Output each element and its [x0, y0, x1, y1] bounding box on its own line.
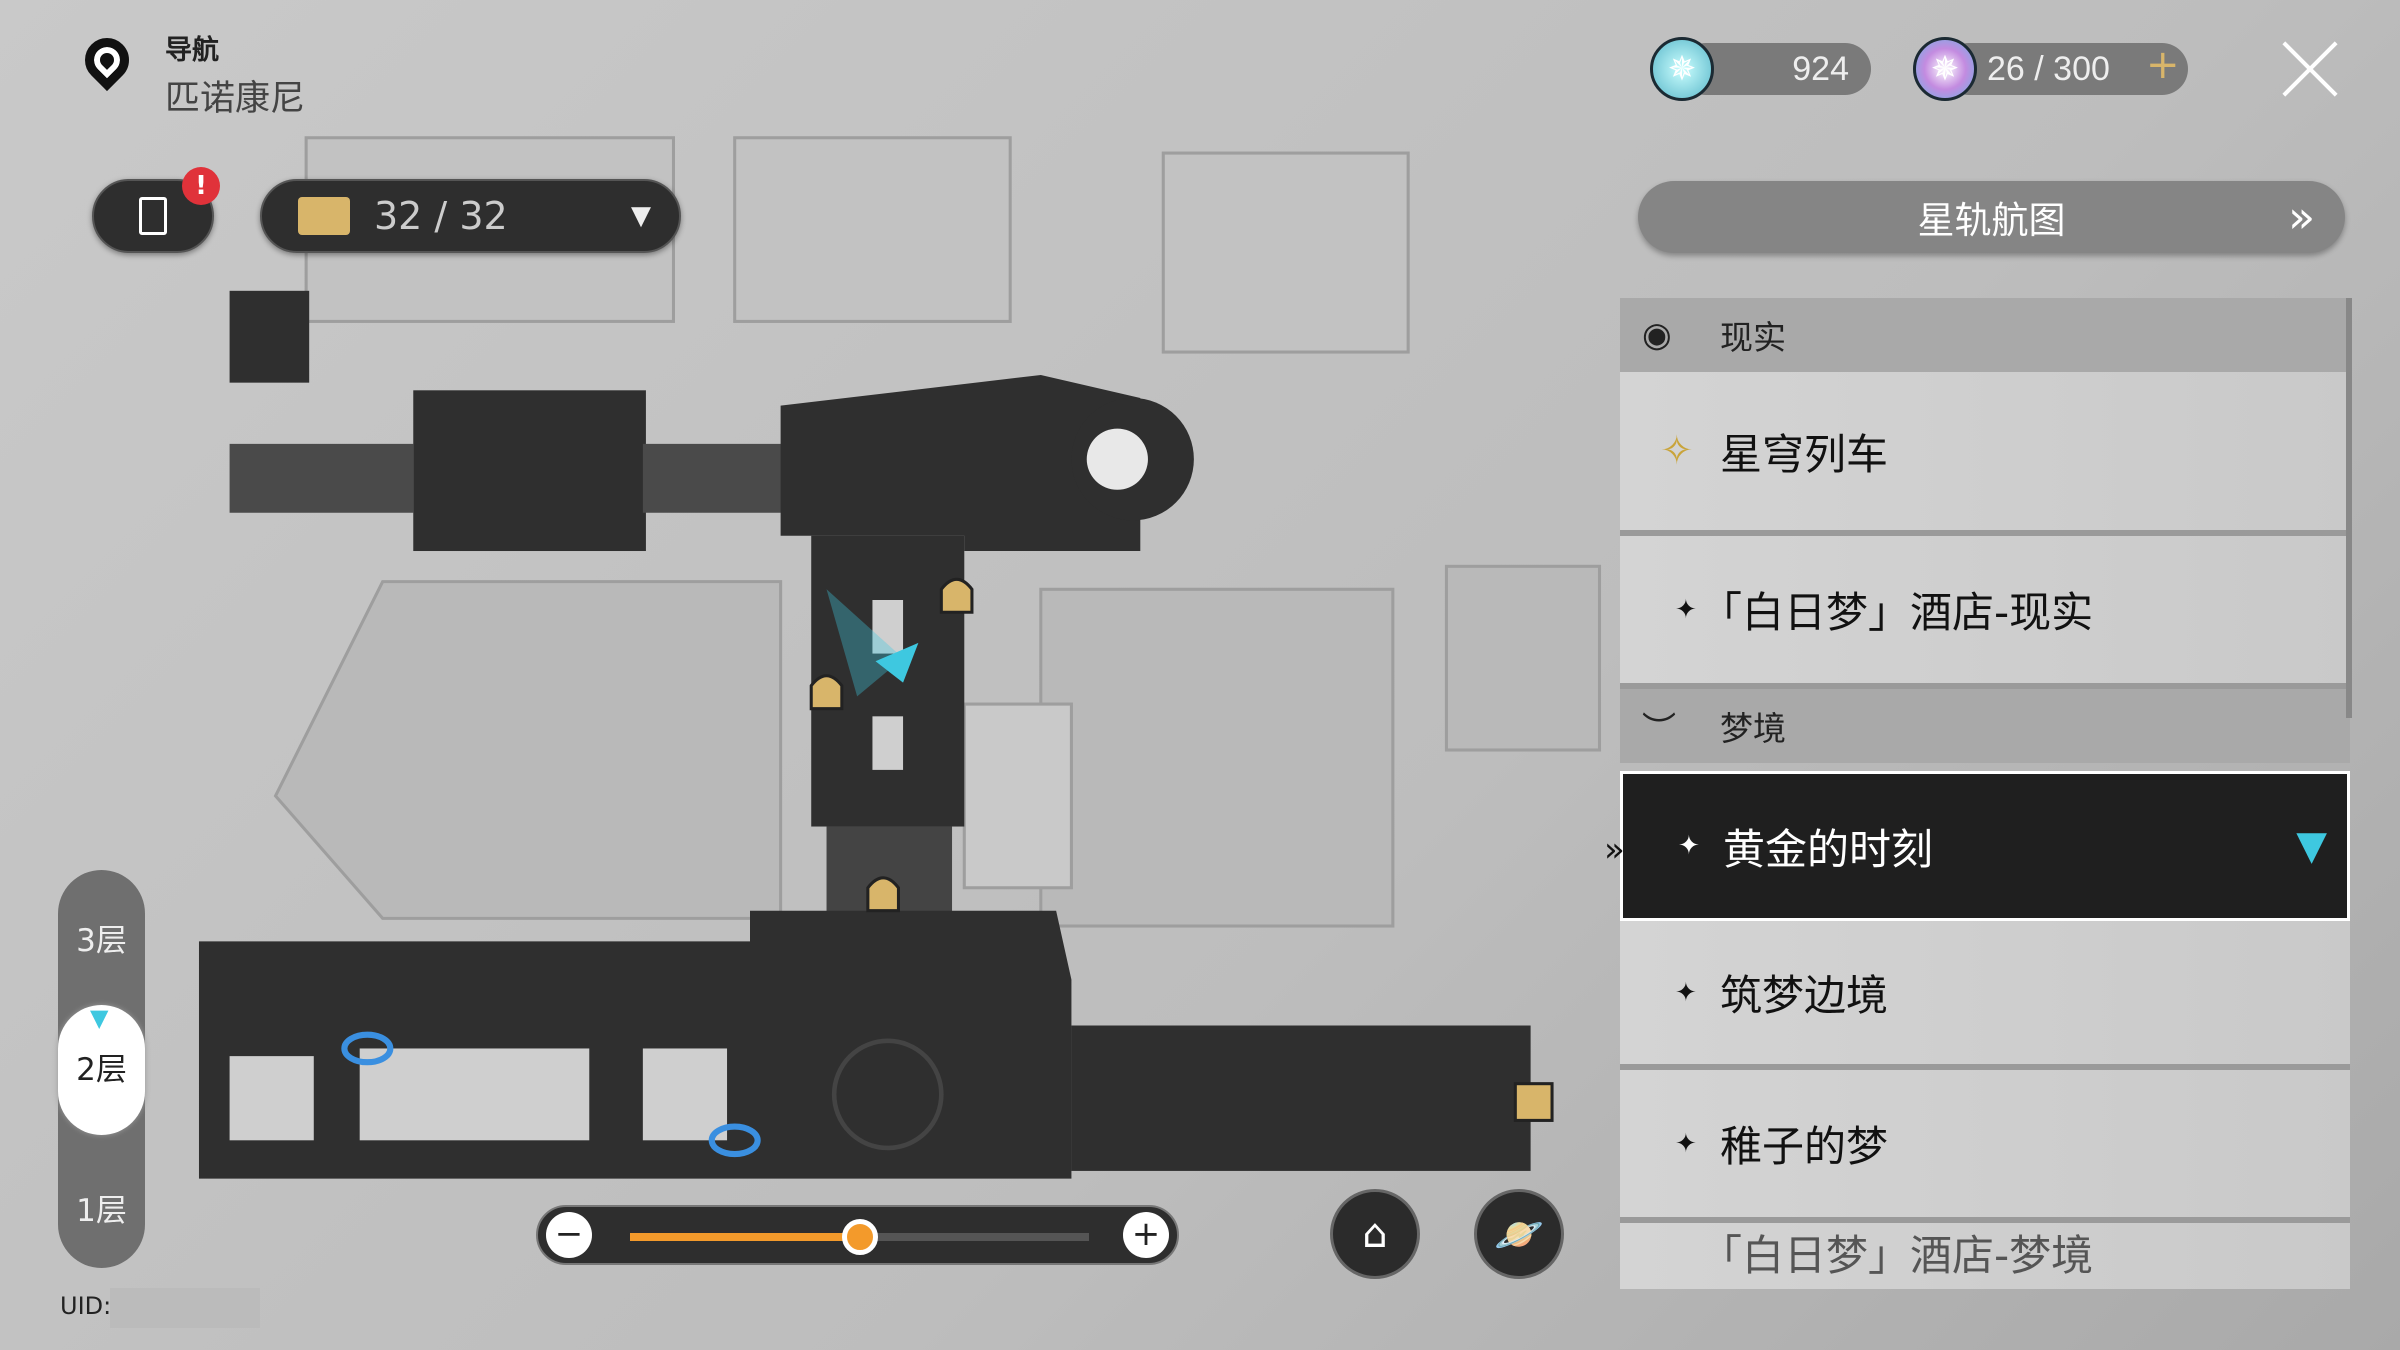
sparkle-icon: ✦ — [1678, 831, 1700, 861]
zoom-slider-fill — [630, 1233, 860, 1241]
floor-1-button[interactable]: 1层 — [76, 1193, 127, 1229]
mission-clipboard-icon — [139, 197, 167, 235]
zoom-out-button[interactable]: − — [546, 1212, 592, 1258]
item-label: 稚子的梦 — [1720, 1122, 1889, 1171]
section-label: 梦境 — [1720, 709, 1786, 748]
star-rail-map-button[interactable]: 星轨航图 » — [1638, 181, 2345, 253]
location-list[interactable]: ◉现实 ✧星穹列车 ✦「白日梦」酒店-现实 ︶梦境 ✦黄金的时刻▼ ✦筑梦边境 … — [1620, 298, 2350, 1289]
add-power-button[interactable]: + — [2146, 42, 2180, 88]
item-label: 「白日梦」酒店-现实 — [1700, 588, 2094, 637]
list-item-hotel-dreamscape[interactable]: 「白日梦」酒店-梦境 — [1620, 1223, 2350, 1289]
zoom-control: − + — [536, 1205, 1179, 1265]
list-item-astral-express[interactable]: ✧ 星穹列车 — [1620, 372, 2350, 536]
region-name: 匹诺康尼 — [165, 79, 306, 119]
sparkle-icon: ✦ — [1675, 1128, 1697, 1159]
bell-marker-icon[interactable] — [866, 876, 900, 913]
player-arrow-icon — [875, 642, 919, 683]
trailblaze-power-value: 26 / 300 — [1987, 49, 2110, 88]
sparkle-icon: ✦ — [1675, 594, 1697, 625]
floor-3-button[interactable]: 3层 — [76, 923, 127, 959]
mission-button[interactable]: ! — [92, 167, 220, 253]
section-label: 现实 — [1720, 318, 1786, 357]
bell-marker-icon[interactable] — [809, 674, 844, 711]
alert-badge: ! — [182, 167, 220, 205]
chest-counter-dropdown[interactable]: 32 / 32 ▼ — [260, 179, 681, 253]
chest-count: 32 / 32 — [374, 194, 508, 238]
double-chevron-right-icon: » — [2288, 191, 2315, 243]
list-item-golden-hour[interactable]: ✦ 黄金的时刻 ▼ — [1620, 771, 2350, 921]
zoom-slider-track[interactable] — [630, 1219, 1089, 1255]
planet-button[interactable]: 🪐 — [1474, 1189, 1564, 1279]
uid-value-redacted — [110, 1288, 260, 1328]
list-item-dream-edge[interactable]: ✦ 筑梦边境 — [1620, 921, 2350, 1070]
star-rail-map-label: 星轨航图 — [1917, 199, 2066, 242]
item-label: 黄金的时刻 — [1723, 824, 1934, 874]
section-header-reality[interactable]: ◉ 现实 — [1620, 298, 2350, 372]
zoom-in-button[interactable]: + — [1123, 1212, 1169, 1258]
list-item-hotel-reality[interactable]: ✦「白日梦」酒店-现实 — [1620, 536, 2350, 689]
current-location-icon: ▼ — [2296, 823, 2327, 869]
home-icon: ⌂ — [1362, 1211, 1388, 1257]
bell-marker-icon[interactable] — [939, 577, 974, 614]
trailblaze-power-icon: ✵ — [1913, 37, 1977, 101]
dream-icon: ︶ — [1642, 709, 1676, 750]
uid-label: UID: — [60, 1292, 112, 1320]
list-scrollbar[interactable] — [2346, 298, 2352, 718]
section-header-dreamscape[interactable]: ︶ 梦境 — [1620, 689, 2350, 763]
npc-marker-icons — [809, 577, 1554, 1122]
floor-2-button[interactable]: 2层 — [58, 1005, 145, 1135]
list-item-childs-dream[interactable]: ✦ 稚子的梦 — [1620, 1070, 2350, 1223]
stellar-jade-value: 924 — [1792, 49, 1849, 88]
home-button[interactable]: ⌂ — [1330, 1189, 1420, 1279]
close-button[interactable] — [2280, 38, 2342, 100]
floor-selector: 3层 2层 ▼ 1层 — [58, 870, 145, 1268]
trailblaze-power-counter: 26 / 300 — [1943, 43, 2188, 95]
zoom-slider-handle[interactable] — [841, 1219, 878, 1255]
exit-icon[interactable] — [1513, 1082, 1554, 1122]
item-label: 「白日梦」酒店-梦境 — [1700, 1231, 2094, 1280]
current-floor-icon: ▼ — [90, 1004, 109, 1032]
item-label: 星穹列车 — [1720, 429, 1889, 479]
nav-label: 导航 — [165, 35, 219, 66]
item-label: 筑梦边境 — [1720, 971, 1889, 1020]
express-emblem-icon: ✧ — [1660, 428, 1694, 474]
treasure-chest-icon — [298, 197, 350, 235]
teleport-anchor-icon[interactable] — [341, 1031, 394, 1066]
planet-icon: 🪐 — [1494, 1211, 1544, 1258]
eye-icon: ◉ — [1642, 315, 1672, 355]
chevron-down-icon: ▼ — [631, 201, 651, 231]
sparkle-icon: ✦ — [1675, 977, 1697, 1008]
stellar-jade-icon: ✵ — [1650, 37, 1714, 101]
selected-pointer-icon: » — [1604, 830, 1625, 870]
teleport-anchor-icon[interactable] — [708, 1123, 761, 1158]
